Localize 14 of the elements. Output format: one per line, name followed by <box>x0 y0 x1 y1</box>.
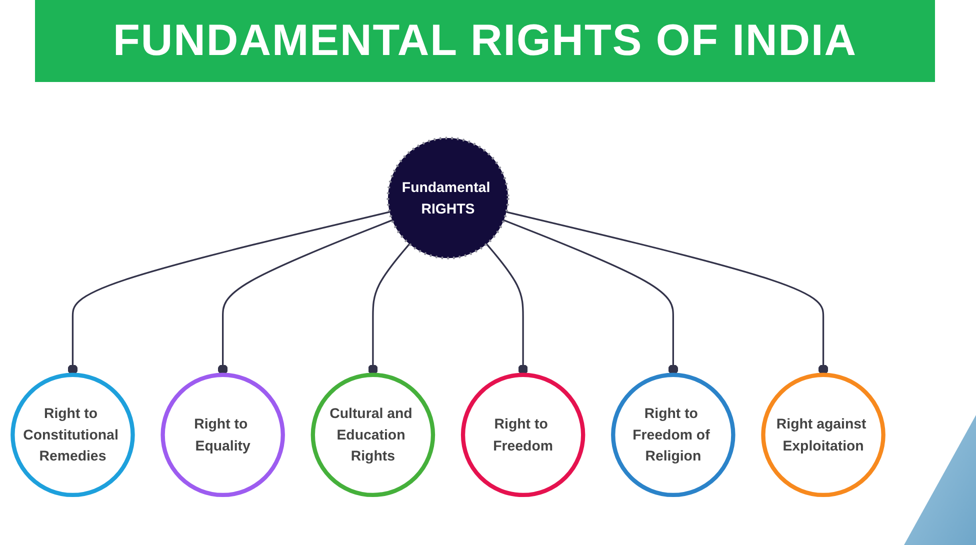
node-circle: Right to Equality <box>160 372 285 498</box>
node-circle: Right to Constitutional Remedies <box>10 372 135 498</box>
node-circle: Right to Freedom <box>460 372 586 498</box>
node-circle: Cultural and Education Rights <box>310 372 436 498</box>
title: FUNDAMENTAL RIGHTS OF INDIA <box>35 0 935 82</box>
connector <box>506 211 828 375</box>
connector <box>68 211 390 375</box>
node-circle: Right to Freedom of Religion <box>611 372 736 498</box>
connector <box>504 219 678 375</box>
connector <box>368 244 410 375</box>
connector <box>218 219 392 375</box>
connector <box>486 244 528 375</box>
node-circle: Fundamental RIGHTS <box>386 136 510 260</box>
node-circle: Right against Exploitation <box>761 372 886 498</box>
